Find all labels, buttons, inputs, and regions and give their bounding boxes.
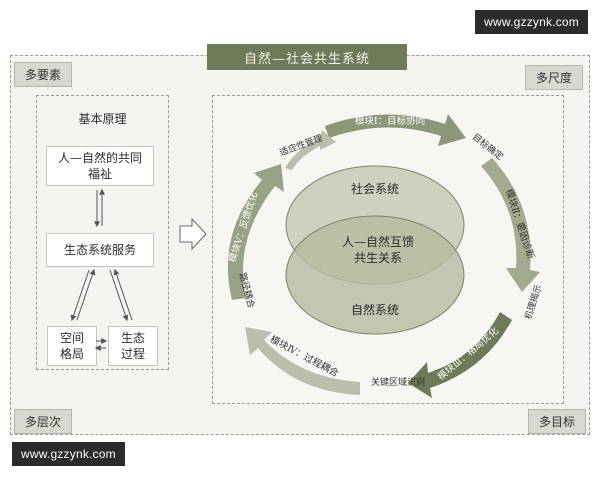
- module-5-arrow: [227, 164, 284, 300]
- pattern-services-arrows: [70, 268, 96, 322]
- corner-label-multi-level: 多层次: [14, 409, 73, 434]
- corner-label-multi-objective: 多目标: [528, 409, 587, 434]
- social-system-label: 社会系统: [351, 181, 399, 196]
- module-1-arrow: [325, 114, 466, 146]
- adaptive-loop-arrow: [285, 130, 336, 170]
- module-4-arrow: [245, 327, 360, 395]
- module-2-arrow: [481, 158, 540, 292]
- corner-label-multi-scale: 多尺度: [525, 65, 584, 90]
- eco-process-line2: 过程: [120, 347, 145, 361]
- spatial-pattern-line2: 格局: [59, 347, 84, 361]
- coupling-line1: 人—自然互馈: [342, 234, 414, 249]
- spatial-pattern-box: 空间 格局: [47, 326, 97, 366]
- coupling-line2: 共生关系: [354, 251, 402, 265]
- module-1-label: 模块Ⅰ：目标协同: [355, 115, 425, 127]
- module-3-arrow: [408, 312, 512, 398]
- principles-panel: [36, 95, 169, 370]
- mechanism-label: 机理揭示: [522, 283, 545, 321]
- common-welfare-line1: 人—自然的共同: [57, 151, 142, 165]
- diagram-title: 自然—社会共生系统: [207, 44, 407, 70]
- goal-setting-label: 目标确定: [470, 131, 506, 163]
- spatial-pattern-line1: 空间: [59, 331, 84, 345]
- watermark-bottom: www.gzzynk.com: [12, 442, 125, 466]
- natural-system-ellipse: [285, 215, 465, 335]
- key-area-label: 关键区域识别: [371, 376, 425, 388]
- corner-label-multi-element: 多要素: [14, 62, 73, 87]
- process-services-arrows: [109, 268, 133, 322]
- flow-arrow: [179, 217, 207, 251]
- pattern-process-arrows: [94, 338, 108, 351]
- watermark-top: www.gzzynk.com: [475, 10, 588, 34]
- eco-process-box: 生态 过程: [108, 326, 158, 366]
- common-welfare-box: 人—自然的共同 福祉: [46, 146, 154, 186]
- common-welfare-line2: 福祉: [87, 167, 112, 181]
- ecosystem-services-box: 生态系统服务: [46, 233, 154, 267]
- module-3-label: 模块Ⅲ：格局优化: [435, 324, 501, 382]
- natural-system-label: 自然系统: [351, 302, 399, 317]
- welfare-services-arrows: [94, 188, 105, 228]
- principles-heading: 基本原理: [78, 112, 127, 126]
- eco-process-line1: 生态: [120, 331, 145, 345]
